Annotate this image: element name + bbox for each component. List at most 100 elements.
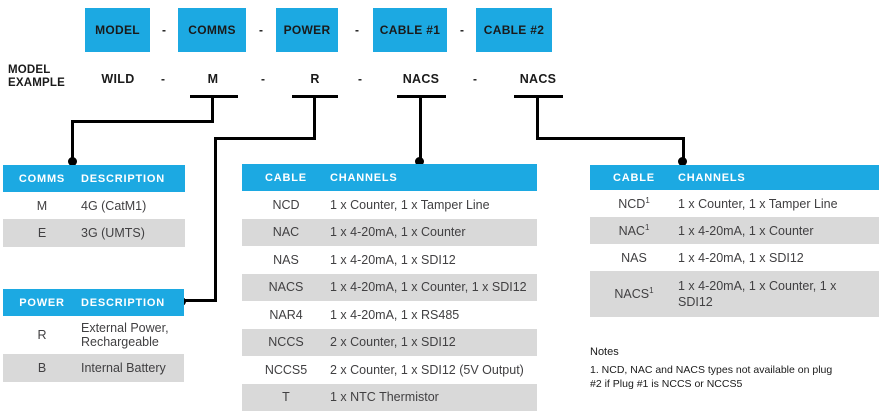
table-row: NACS1 1 x 4-20mA, 1 x Counter, 1 x SDI12: [590, 271, 879, 317]
connector-comms-line: [71, 120, 74, 164]
separator-dash: -: [162, 23, 166, 37]
cell-channels: 1 x Counter, 1 x Tamper Line: [678, 196, 838, 211]
separator-dash: -: [460, 23, 464, 37]
cell-code: R: [37, 328, 47, 342]
cell-code-text: NACS: [614, 287, 650, 301]
cable2-table: CABLE CHANNELS NCD1 1 x Counter, 1 x Tam…: [590, 165, 879, 317]
connector-power-line: [214, 137, 217, 302]
cell-code-text: NCD: [618, 196, 646, 211]
cell-channels: 2 x Counter, 1 x SDI12 (5V Output): [330, 362, 524, 377]
cable1-table-header: CABLE CHANNELS: [242, 164, 537, 191]
cell-code: NAS: [273, 252, 299, 267]
footnote-marker: 1: [649, 285, 654, 295]
cell-channels: 1 x 4-20mA, 1 x RS485: [330, 307, 460, 322]
table-row: NAR4 1 x 4-20mA, 1 x RS485: [242, 301, 537, 329]
cell-description: External Power, Rechargeable: [81, 321, 169, 349]
cell-description: 4G (CatM1): [81, 198, 147, 213]
footnote-marker: 1: [644, 222, 650, 232]
table-row: NCD 1 x Counter, 1 x Tamper Line: [242, 191, 537, 219]
cell-code: NAC: [272, 225, 300, 240]
table-row: NAC1 1 x 4-20mA, 1 x Counter: [590, 217, 879, 244]
connector-power-line: [313, 95, 316, 140]
column-header-cable: CABLE: [265, 171, 307, 184]
notes-title: Notes: [590, 346, 619, 358]
connector-dot: [68, 157, 77, 166]
cell-channels: 1 x 4-20mA, 1 x Counter: [678, 223, 814, 238]
model-example-label: MODEL EXAMPLE: [8, 64, 65, 90]
separator-dash: -: [358, 72, 362, 86]
segment-box-cable1: CABLE #1: [373, 8, 447, 52]
cable2-table-header: CABLE CHANNELS: [590, 165, 879, 190]
model-example-label-line1: MODEL: [8, 64, 51, 76]
table-row: B Internal Battery: [3, 354, 184, 382]
table-row: NAC 1 x 4-20mA, 1 x Counter: [242, 218, 537, 246]
cell-channels: 1 x 4-20mA, 1 x Counter, 1 x SDI12: [678, 279, 837, 309]
connector-cable1-line: [419, 95, 422, 163]
connector-power-line: [214, 137, 316, 140]
cell-code: M: [36, 198, 48, 213]
column-header-channels: CHANNELS: [678, 171, 746, 184]
connector-underline: [190, 95, 238, 98]
example-code-wild: WILD: [101, 72, 135, 86]
table-row: NAS 1 x 4-20mA, 1 x SDI12: [242, 246, 537, 274]
cell-code: NAR4: [269, 307, 303, 322]
note-line: #2 if Plug #1 is NCCS or NCCS5: [590, 377, 743, 390]
cell-code: NCD: [272, 197, 300, 212]
example-code-cable2: NACS: [519, 72, 557, 86]
column-header-power: POWER: [19, 296, 65, 309]
cable1-table: CABLE CHANNELS NCD 1 x Counter, 1 x Tamp…: [242, 164, 537, 411]
notes-section: Notes 1. NCD, NAC and NACS types not ava…: [590, 346, 879, 391]
table-row: NCCS 2 x Counter, 1 x SDI12: [242, 328, 537, 356]
power-table-header: POWER DESCRIPTION: [3, 289, 184, 316]
cell-channels: 1 x 4-20mA, 1 x SDI12: [330, 252, 456, 267]
cell-code-text: NAS: [621, 250, 647, 265]
connector-cable2-line: [536, 95, 539, 140]
comms-table: COMMS DESCRIPTION M 4G (CatM1) E 3G (UMT…: [3, 165, 185, 247]
separator-dash: -: [259, 23, 263, 37]
cell-description: Internal Battery: [81, 361, 166, 375]
segment-box-power: POWER: [276, 8, 338, 52]
cell-code: NACS: [268, 280, 304, 295]
table-row: NAS 1 x 4-20mA, 1 x SDI12: [590, 244, 879, 271]
cell-channels: 1 x 4-20mA, 1 x Counter, 1 x SDI12: [330, 280, 527, 295]
column-header-cable: CABLE: [613, 171, 655, 184]
cell-code: NCD1: [590, 195, 678, 211]
connector-cable2-line: [536, 137, 685, 140]
model-example-label-line2: EXAMPLE: [8, 77, 65, 89]
separator-dash: -: [161, 72, 165, 86]
cell-code-text: NAC: [618, 223, 645, 238]
cell-code: NCCS5: [264, 362, 308, 377]
column-header-description: DESCRIPTION: [81, 296, 165, 309]
example-code-power: R: [310, 72, 320, 86]
connector-cable2-line: [682, 137, 685, 164]
example-code-cable1: NACS: [402, 72, 440, 86]
cell-code: NAS: [590, 251, 678, 265]
power-table: POWER DESCRIPTION R External Power, Rech…: [3, 289, 184, 382]
connector-power-line: [181, 299, 217, 302]
comms-table-header: COMMS DESCRIPTION: [3, 165, 185, 192]
cell-channels: 2 x Counter, 1 x SDI12: [330, 335, 456, 350]
table-row: R External Power, Rechargeable: [3, 316, 184, 354]
column-header-comms: COMMS: [18, 172, 66, 185]
footnote-marker: 1: [645, 195, 650, 205]
segment-box-cable2: CABLE #2: [476, 8, 552, 52]
table-row: NACS 1 x 4-20mA, 1 x Counter, 1 x SDI12: [242, 273, 537, 301]
cell-code: NACS1: [590, 285, 678, 301]
segment-box-model: MODEL: [85, 8, 150, 52]
separator-dash: -: [261, 72, 265, 86]
segment-box-comms: COMMS: [178, 8, 246, 52]
cell-code: T: [282, 390, 290, 405]
connector-comms-line: [71, 120, 214, 123]
table-row: E 3G (UMTS): [3, 219, 185, 247]
example-code-comms: M: [207, 72, 219, 86]
separator-dash: -: [473, 72, 477, 86]
connector-dot: [678, 157, 687, 166]
connector-comms-line: [211, 95, 214, 122]
connector-dot: [415, 157, 424, 166]
table-row: T 1 x NTC Thermistor: [242, 383, 537, 411]
cell-channels: 1 x Counter, 1 x Tamper Line: [330, 197, 490, 212]
note-line: 1. NCD, NAC and NACS types not available…: [590, 364, 833, 376]
cell-code: NCCS: [268, 335, 304, 350]
cell-code: E: [37, 226, 47, 240]
